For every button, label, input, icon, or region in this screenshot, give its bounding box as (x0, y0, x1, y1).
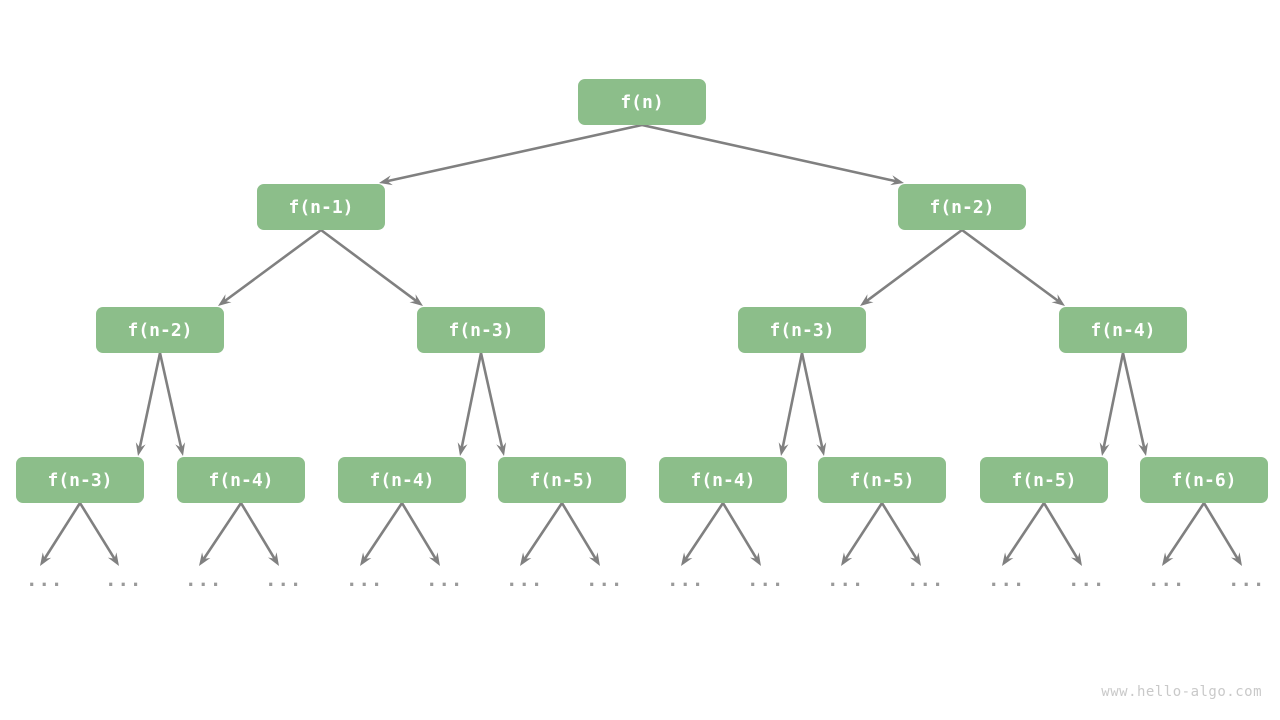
tree-edge-n3b-to-ellipsis (199, 502, 243, 566)
ellipsis-marker: ··· (827, 574, 865, 596)
tree-edge-n1R-to-n2d (961, 228, 1065, 306)
tree-node-n3h: f(n-6) (1140, 457, 1268, 503)
tree-edge-n3f-to-ellipsis (841, 502, 884, 566)
tree-edge-n3h-to-ellipsis (1202, 502, 1242, 566)
ellipsis-marker: ··· (667, 574, 705, 596)
tree-node-n2d: f(n-4) (1059, 307, 1187, 353)
ellipsis-marker: ··· (26, 574, 64, 596)
ellipsis-marker: ··· (265, 574, 303, 596)
tree-edge-n3e-to-ellipsis (681, 502, 725, 566)
tree-node-n2b: f(n-3) (417, 307, 545, 353)
tree-node-n3d: f(n-5) (498, 457, 626, 503)
tree-edge-n2a-to-n3a (135, 352, 162, 456)
tree-node-n2c: f(n-3) (738, 307, 866, 353)
watermark: www.hello-algo.com (1101, 684, 1262, 700)
tree-node-n3b: f(n-4) (177, 457, 305, 503)
tree-edge-n0-to-n1L (379, 123, 643, 186)
tree-edge-n3g-to-ellipsis (1002, 502, 1046, 566)
tree-edge-n0-to-n1R (641, 123, 904, 186)
ellipsis-marker: ··· (586, 574, 624, 596)
ellipsis-marker: ··· (1148, 574, 1186, 596)
tree-node-n3e: f(n-4) (659, 457, 787, 503)
ellipsis-marker: ··· (1228, 574, 1266, 596)
tree-edge-n3c-to-ellipsis (360, 502, 404, 566)
tree-edge-n3g-to-ellipsis (1042, 502, 1082, 566)
tree-edge-n3d-to-ellipsis (520, 502, 564, 566)
ellipsis-marker: ··· (185, 574, 223, 596)
tree-edge-n2b-to-n3d (479, 352, 507, 456)
tree-edge-n1L-to-n2b (320, 228, 423, 306)
tree-edge-n3h-to-ellipsis (1162, 502, 1206, 566)
tree-edge-n2c-to-n3f (800, 352, 827, 456)
tree-edge-n3a-to-ellipsis (40, 502, 82, 566)
tree-node-n3f: f(n-5) (818, 457, 946, 503)
ellipsis-marker: ··· (1068, 574, 1106, 596)
tree-edge-n2c-to-n3e (778, 352, 804, 456)
tree-node-n0: f(n) (578, 79, 706, 125)
ellipsis-marker: ··· (988, 574, 1026, 596)
ellipsis-marker: ··· (907, 574, 945, 596)
tree-edge-n3e-to-ellipsis (721, 502, 761, 566)
tree-edge-n2a-to-n3b (158, 352, 186, 456)
tree-edge-n3f-to-ellipsis (880, 502, 921, 566)
tree-edge-n2d-to-n3g (1099, 352, 1125, 456)
tree-node-n3a: f(n-3) (16, 457, 144, 503)
ellipsis-marker: ··· (346, 574, 384, 596)
tree-edge-n3c-to-ellipsis (400, 502, 440, 566)
ellipsis-marker: ··· (105, 574, 143, 596)
tree-node-n2a: f(n-2) (96, 307, 224, 353)
ellipsis-marker: ··· (747, 574, 785, 596)
tree-node-n1R: f(n-2) (898, 184, 1026, 230)
tree-edge-n1R-to-n2c (860, 228, 963, 306)
tree-edge-n3b-to-ellipsis (239, 502, 279, 566)
ellipsis-marker: ··· (506, 574, 544, 596)
tree-node-n3c: f(n-4) (338, 457, 466, 503)
tree-edge-n1L-to-n2a (218, 228, 322, 306)
tree-edge-n2b-to-n3c (457, 352, 483, 456)
tree-edge-n3a-to-ellipsis (78, 502, 119, 566)
tree-node-n1L: f(n-1) (257, 184, 385, 230)
tree-edge-n3d-to-ellipsis (560, 502, 600, 566)
tree-node-n3g: f(n-5) (980, 457, 1108, 503)
tree-edge-n2d-to-n3h (1121, 352, 1149, 456)
ellipsis-marker: ··· (426, 574, 464, 596)
